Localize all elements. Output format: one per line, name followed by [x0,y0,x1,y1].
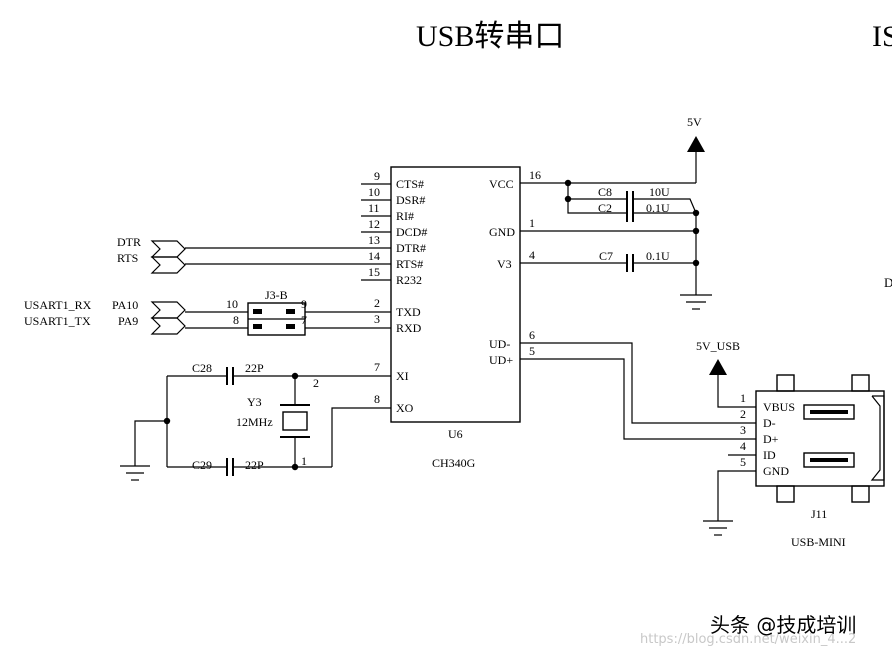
pin-number: 13 [368,233,380,247]
cap-c8-value: 10U [649,185,670,199]
pin-number: 8 [374,392,380,406]
jumper-ref: J3-B [265,288,288,302]
connector-pin-name: D- [763,416,776,430]
brand-watermark: 头条 @技成培训 [710,613,856,637]
power-decoupling-section: 5V C8 10U C2 0.1U C7 0.1U [520,115,712,310]
net-label-pa9: PA9 [118,314,138,328]
pin-name: DCD# [396,225,427,239]
pin-number: 10 [368,185,380,199]
pin-name: VCC [489,177,514,191]
connector-pin-number: 2 [740,407,746,421]
crystal-pin: 2 [313,376,319,390]
connector-pin-name: D+ [763,432,779,446]
faint-url-watermark: https://blog.csdn.net/weixin_4...2 [640,632,856,647]
cap-c8-ref: C8 [598,185,612,199]
cap-c2-value: 0.1U [646,201,670,215]
pin-number: 1 [529,216,535,230]
connector-pin-number: 5 [740,455,746,469]
jumper-pin: 8 [233,313,239,327]
pin-number: 9 [374,169,380,183]
adjacent-title-fragment: IS [872,20,892,53]
cap-c29-value: 22P [245,458,264,472]
connector-pin-number: 4 [740,439,746,453]
pin-number: 14 [368,249,380,263]
pin-number: 11 [368,201,380,215]
chip-right-pin-names: VCC GND V3 UD- UD+ [489,177,515,367]
pin-number: 2 [374,296,380,310]
pin-name: R232 [396,273,422,287]
pin-name: V3 [497,257,512,271]
ground-symbol [120,465,150,481]
net-label-rts: RTS [117,251,138,265]
chip-body [390,166,521,423]
cap-c28-value: 22P [245,361,264,375]
connector-pin-number: 1 [740,391,746,405]
cap-c7-value: 0.1U [646,249,670,263]
power-label-5v-usb: 5V_USB [696,339,740,353]
usb-data-lines [520,342,756,440]
page-title: USB转串口 [416,20,564,53]
connector-ref: J11 [811,507,827,521]
dtr-rts-nets: DTR RTS [117,235,361,274]
connector-pin-name: GND [763,464,789,478]
net-label-dtr: DTR [117,235,141,249]
crystal-value: 12MHz [236,415,273,429]
cap-c29-ref: C29 [192,458,212,472]
ground-symbol [680,294,712,310]
connector-pin-name: ID [763,448,776,462]
pin-name: RI# [396,209,414,223]
crystal-ref: Y3 [247,395,262,409]
net-label-usart1-tx: USART1_TX [24,314,91,328]
net-label-pa10: PA10 [112,298,138,312]
usb-mini-connector: 5V_USB 1 2 3 4 5 VBUS D- D+ ID GND [696,339,885,549]
pin-name: UD- [489,337,510,351]
chip-part: CH340G [432,456,476,470]
jumper-j3b: J3-B 10 9 8 7 [226,288,307,336]
chip-left-pin-numbers: 9 10 11 12 13 14 15 2 3 7 8 [368,169,380,406]
ch340g-chip: U6 CH340G [390,166,521,470]
usart-nets: USART1_RX USART1_TX PA10 PA9 [24,298,248,335]
pin-name: RXD [396,321,422,335]
net-label-usart1-rx: USART1_RX [24,298,92,312]
pin-number: 3 [374,312,380,326]
pin-number: 16 [529,168,541,182]
chip-right-pin-numbers: 16 1 4 6 5 [529,168,541,358]
chip-ref: U6 [448,427,463,441]
pin-number: 4 [529,248,535,262]
power-label-5v: 5V [687,115,702,129]
ground-symbol [703,520,733,536]
pin-name: DTR# [396,241,426,255]
crystal-oscillator-section: C28 22P C29 22P Y3 12MHz 2 1 [120,361,362,481]
jumper-pin: 9 [301,297,307,311]
pin-number: 7 [374,360,380,374]
pin-number: 5 [529,344,535,358]
pin-name: RTS# [396,257,423,271]
cap-c28-ref: C28 [192,361,212,375]
jumper-pin: 7 [301,313,307,327]
crystal-pin: 1 [301,454,307,468]
connector-part: USB-MINI [791,535,846,549]
pin-name: GND [489,225,515,239]
connector-pin-number: 3 [740,423,746,437]
pin-number: 15 [368,265,380,279]
power-arrow-5v-usb [709,359,727,375]
pin-name: DSR# [396,193,425,207]
pin-number: 12 [368,217,380,231]
jumper-pin: 10 [226,297,238,311]
chip-left-pin-stubs [305,183,391,409]
cap-c2-ref: C2 [598,201,612,215]
adjacent-edge-fragment: D [884,275,892,290]
chip-left-pin-names: CTS# DSR# RI# DCD# DTR# RTS# R232 TXD RX… [396,177,427,415]
power-arrow-5v [687,136,705,152]
pin-number: 6 [529,328,535,342]
pin-name: TXD [396,305,421,319]
pin-name: XO [396,401,414,415]
pin-name: UD+ [489,353,513,367]
pin-name: XI [396,369,409,383]
cap-c7-ref: C7 [599,249,613,263]
pin-name: CTS# [396,177,424,191]
connector-pin-name: VBUS [763,400,795,414]
